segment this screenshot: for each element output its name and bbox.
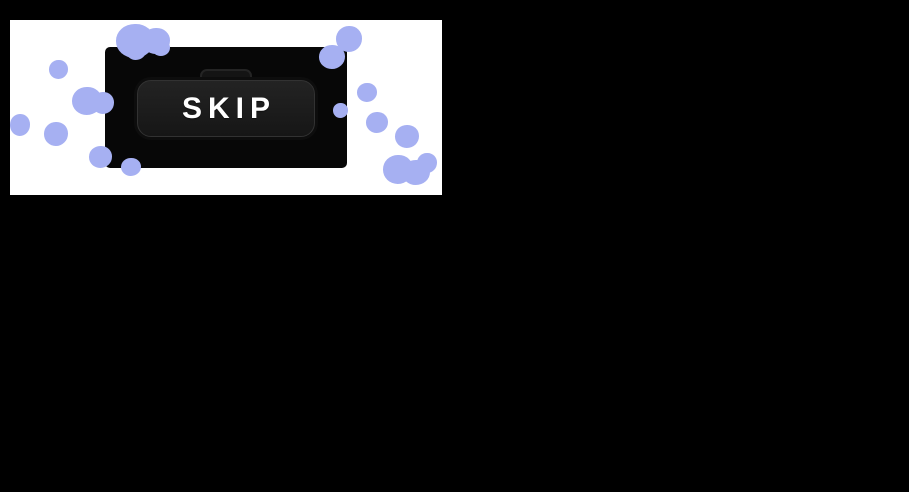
cutscene-frame: SKIP <box>10 20 442 195</box>
skip-button[interactable]: SKIP <box>137 80 315 137</box>
skip-panel: SKIP <box>105 47 347 168</box>
